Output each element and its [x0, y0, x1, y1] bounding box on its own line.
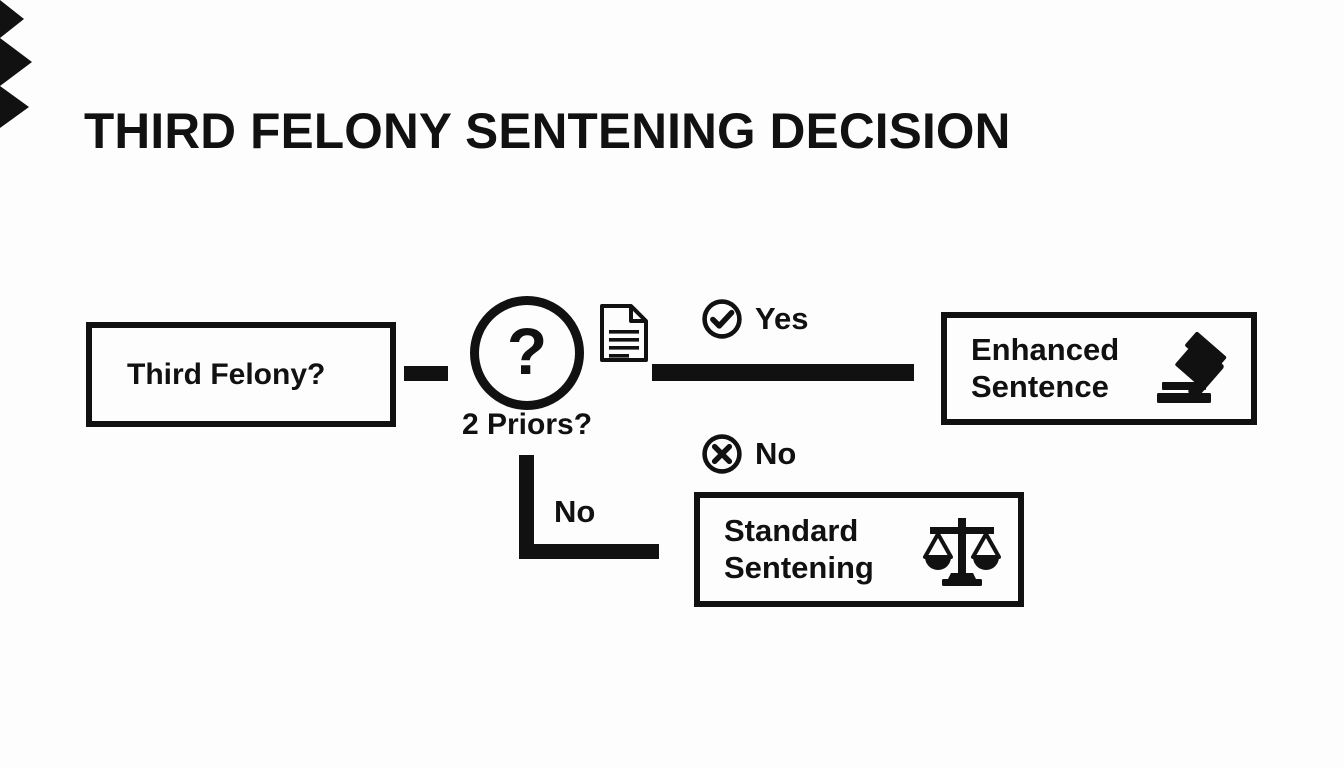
- connector-yes-arrowhead: [0, 38, 32, 86]
- connector-entry-arrowhead: [0, 0, 24, 38]
- edge-label-no: No: [554, 494, 596, 529]
- gavel-icon: [1153, 331, 1239, 406]
- check-circle-icon: [700, 297, 744, 341]
- connector-yes-shaft: [652, 364, 914, 381]
- x-circle-icon: [700, 432, 744, 476]
- scales-icon: [920, 513, 1004, 587]
- question-mark-icon: ?: [506, 314, 548, 388]
- node-enhanced-sentence[interactable]: Enhanced Sentence: [941, 312, 1257, 425]
- status-label-yes: Yes: [755, 301, 809, 336]
- node-third-felony[interactable]: Third Felony?: [86, 322, 396, 427]
- connector-no-arrowhead: [0, 86, 29, 128]
- connector-entry-shaft: [404, 366, 448, 381]
- document-icon: [598, 303, 650, 363]
- node-two-priors-caption: 2 Priors?: [461, 408, 593, 441]
- node-third-felony-label: Third Felony?: [127, 357, 326, 391]
- node-enhanced-sentence-label: Enhanced Sentence: [971, 331, 1120, 404]
- node-two-priors-decision[interactable]: ?: [470, 296, 584, 410]
- status-label-no: No: [755, 436, 797, 471]
- connector-no-vertical: [519, 455, 534, 559]
- status-badge-yes: Yes: [700, 297, 808, 341]
- connector-no-horizontal: [519, 544, 659, 559]
- node-standard-sentening[interactable]: Standard Sentening: [694, 492, 1024, 607]
- status-badge-no: No: [700, 432, 796, 476]
- node-standard-sentening-label: Standard Sentening: [724, 512, 874, 585]
- page-title: THIRD FELONY SENTENING DECISION: [84, 103, 1011, 159]
